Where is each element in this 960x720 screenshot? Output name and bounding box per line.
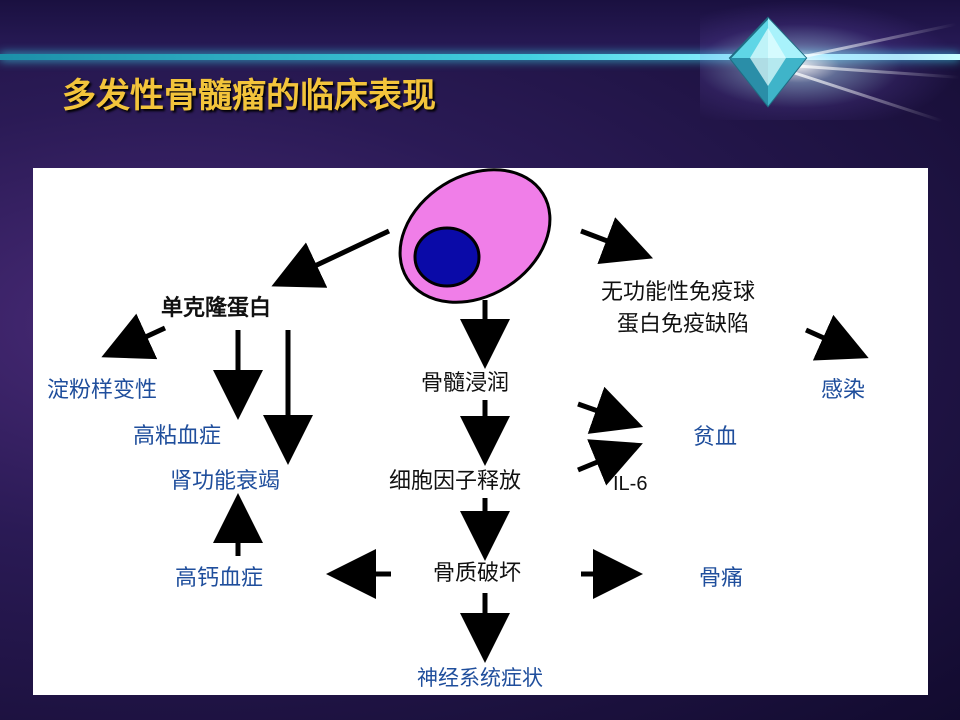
- slide-title: 多发性骨髓瘤的临床表现: [62, 76, 436, 116]
- arrow-il6-to-anemia: [577, 439, 643, 486]
- node-hyperviscosity: 高粘血症: [133, 424, 222, 449]
- node-bone-destruction: 骨质破坏: [433, 561, 522, 586]
- arrow-monoclonal-to-amyloid: [101, 313, 167, 360]
- cell-nucleus: [413, 226, 481, 288]
- arrow-immunodeficiency-to-infection: [804, 314, 869, 361]
- diagram-panel: 单克隆蛋白 淀粉样变性 高粘血症 肾功能衰竭 高钙血症 骨髓浸润 细胞因子释放 …: [33, 168, 928, 695]
- node-neuro-symptoms: 神经系统症状: [417, 666, 543, 690]
- header-accent-line: [0, 54, 960, 60]
- node-bone-pain: 骨痛: [699, 566, 744, 591]
- arrow-cell-to-monoclonal: [271, 228, 391, 288]
- node-amyloidosis: 淀粉样变性: [47, 378, 158, 403]
- node-hypercalcemia: 高钙血症: [175, 566, 264, 591]
- myeloma-cell: [398, 168, 552, 304]
- node-renal-failure: 肾功能衰竭: [170, 469, 281, 494]
- node-cytokine-release: 细胞因子释放: [389, 469, 522, 494]
- node-immunodeficiency-line2: 蛋白免疫缺陷: [617, 312, 750, 337]
- node-marrow-infiltration: 骨髓浸润: [421, 371, 510, 396]
- arrow-marrow-to-anemia: [577, 386, 644, 434]
- crystal-gem-icon: [728, 16, 808, 108]
- node-infection: 感染: [821, 378, 866, 403]
- diagram-canvas: [101, 168, 869, 663]
- arrow-cell-to-immunodeficiency: [580, 217, 654, 264]
- node-anemia: 贫血: [693, 425, 738, 450]
- node-monoclonal-protein: 单克隆蛋白: [161, 295, 272, 321]
- node-il6: IL-6: [613, 473, 648, 495]
- node-immunodeficiency-line1: 无功能性免疫球: [601, 280, 756, 305]
